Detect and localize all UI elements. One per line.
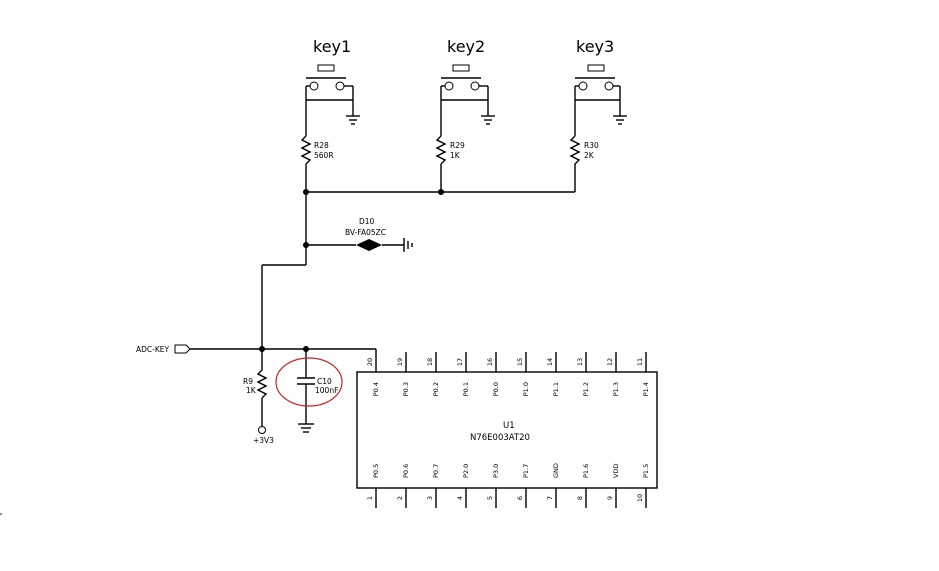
ic-pin-number: 17 bbox=[456, 358, 464, 366]
key1-label: key1 bbox=[313, 37, 351, 56]
ic-pin-name: P0.4 bbox=[372, 382, 380, 396]
ic-pin-number: 19 bbox=[396, 358, 404, 366]
ic-pin-number: 7 bbox=[546, 496, 554, 500]
c10-highlight-circle bbox=[275, 357, 343, 407]
ic-pin-6: 6 P1.7 bbox=[516, 464, 530, 508]
r30-value: 2K bbox=[584, 151, 595, 160]
ic-pin-number: 2 bbox=[396, 496, 404, 500]
r30-ref: R30 bbox=[584, 141, 599, 150]
u1-part: N76E003AT20 bbox=[470, 433, 530, 443]
ic-pin-name: P2.0 bbox=[462, 464, 470, 478]
r28-value: 560R bbox=[314, 151, 334, 160]
ic-pin-number: 4 bbox=[456, 496, 464, 500]
r29-value: 1K bbox=[450, 151, 461, 160]
supply-3v3-label: +3V3 bbox=[253, 436, 274, 445]
capacitor-c10: C10 100nF bbox=[275, 349, 343, 433]
ic-pin-name: P1.7 bbox=[522, 464, 530, 478]
ic-pin-1: 1 P0.5 bbox=[366, 464, 380, 508]
r28-ref: R28 bbox=[314, 141, 329, 150]
key-bus-wire bbox=[261, 189, 575, 349]
ic-pin-3: 3 P0.7 bbox=[426, 464, 440, 508]
ic-pin-name: P0.0 bbox=[492, 382, 500, 396]
ic-pin-name: P1.6 bbox=[582, 464, 590, 478]
ic-pin-name: P1.4 bbox=[642, 382, 650, 396]
adc-key-net-label: ADC-KEY bbox=[136, 344, 377, 372]
ic-pin-number: 10 bbox=[636, 494, 644, 502]
ic-pin-number: 14 bbox=[546, 358, 554, 366]
ic-pin-number: 6 bbox=[516, 496, 524, 500]
ic-pin-number: 3 bbox=[426, 496, 434, 500]
ic-pin-4: 4 P2.0 bbox=[456, 464, 470, 508]
ic-pin-name: P0.6 bbox=[402, 464, 410, 478]
r29-ref: R29 bbox=[450, 141, 465, 150]
ic-pin-number: 11 bbox=[636, 358, 644, 366]
ic-pin-number: 18 bbox=[426, 358, 434, 366]
resistor-r9: R9 1K +3V3 bbox=[243, 349, 274, 445]
ic-pin-2: 2 P0.6 bbox=[396, 464, 410, 508]
key3-label: key3 bbox=[576, 37, 614, 56]
key3-switch: key3 bbox=[574, 37, 627, 125]
ic-pin-name: P1.5 bbox=[642, 464, 650, 478]
resistor-r29: R29 1K bbox=[435, 100, 465, 192]
ic-pin-name: P0.1 bbox=[462, 382, 470, 396]
d10-part: BV-FA05ZC bbox=[345, 228, 386, 237]
ic-pin-name: P1.2 bbox=[582, 382, 590, 396]
adc-key-label: ADC-KEY bbox=[136, 345, 170, 354]
stray-mark bbox=[0, 513, 2, 515]
ic-pin-9: 9 VDD bbox=[606, 464, 620, 508]
ic-pin-7: 7 GND bbox=[546, 463, 560, 508]
key2-switch: key2 bbox=[440, 37, 495, 125]
ic-pin-name: P1.3 bbox=[612, 382, 620, 396]
diode-d10: D10 BV-FA05ZC bbox=[306, 217, 413, 252]
u1-ref: U1 bbox=[503, 421, 515, 431]
ic-pin-name: P1.1 bbox=[552, 382, 560, 396]
ic-pin-number: 16 bbox=[486, 358, 494, 366]
ic-pin-name: P0.3 bbox=[402, 382, 410, 396]
ic-pin-8: 8 P1.6 bbox=[576, 464, 590, 508]
ic-pin-number: 12 bbox=[606, 358, 614, 366]
ic-pin-number: 13 bbox=[576, 358, 584, 366]
c10-ref: C10 bbox=[317, 377, 332, 386]
d10-ref: D10 bbox=[359, 217, 375, 226]
resistor-r28: R28 560R bbox=[300, 100, 334, 192]
r9-ref: R9 bbox=[243, 377, 253, 386]
key1-switch: key1 bbox=[305, 37, 360, 125]
ic-pin-number: 9 bbox=[606, 496, 614, 500]
r9-value: 1K bbox=[246, 386, 257, 395]
key2-label: key2 bbox=[447, 37, 485, 56]
ic-bottom-pins: 1 P0.5 2 P0.6 3 P0.7 4 P2.0 5 P3.0 6 P1.7 7 GND 8 P1.6 9… bbox=[366, 463, 650, 508]
ic-pin-number: 20 bbox=[366, 358, 374, 366]
ic-pin-number: 5 bbox=[486, 496, 494, 500]
ic-pin-5: 5 P3.0 bbox=[486, 464, 500, 508]
ic-pin-name: P0.5 bbox=[372, 464, 380, 478]
ic-pin-10: 10 P1.5 bbox=[636, 464, 650, 508]
ic-u1: U1 N76E003AT20 20P0.419P0.318P0.217P0.11… bbox=[356, 352, 658, 508]
ic-pin-name: P0.7 bbox=[432, 464, 440, 478]
ic-pin-name: VDD bbox=[612, 464, 620, 478]
ic-pin-number: 15 bbox=[516, 358, 524, 366]
c10-value: 100nF bbox=[315, 386, 338, 395]
ic-pin-name: P3.0 bbox=[492, 464, 500, 478]
ic-pin-number: 1 bbox=[366, 496, 374, 500]
ic-pin-number: 8 bbox=[576, 496, 584, 500]
ic-pin-name: P0.2 bbox=[432, 382, 440, 396]
ic-pin-name: GND bbox=[552, 463, 560, 478]
resistor-r30: R30 2K bbox=[569, 100, 599, 192]
ic-pin-name: P1.0 bbox=[522, 382, 530, 396]
